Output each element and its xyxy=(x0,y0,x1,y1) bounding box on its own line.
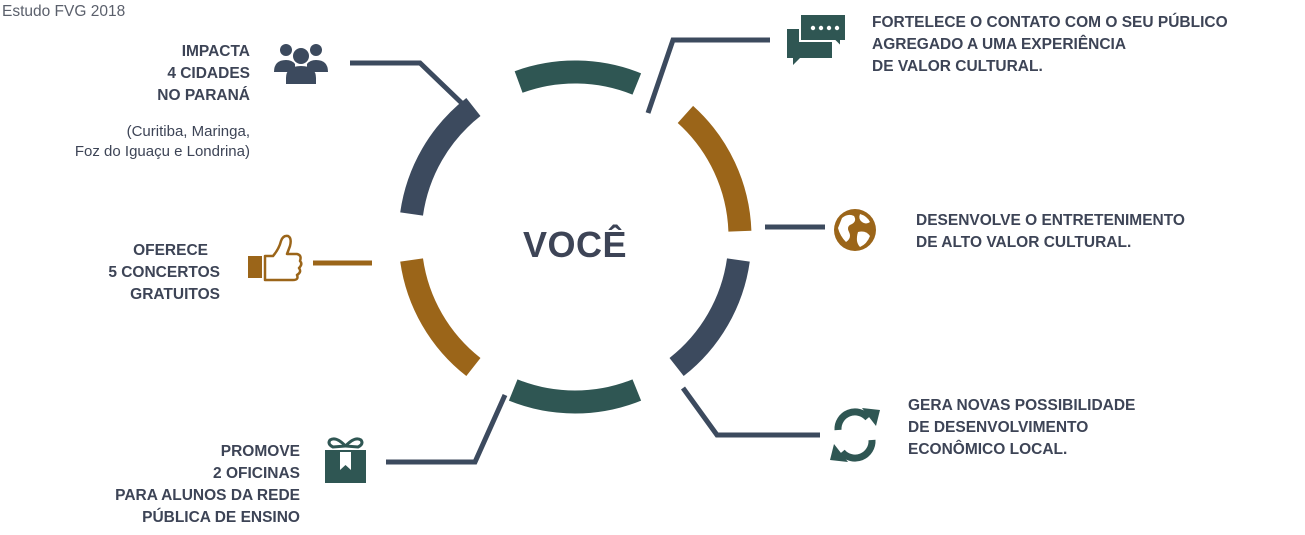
cities-detail: (Curitiba, Maringa, Foz do Iguaçu e Lond… xyxy=(0,122,250,162)
contact-text: FORTELECE O CONTATO COM O SEU PÚBLICO AG… xyxy=(872,12,1302,78)
arc-lower-left xyxy=(400,258,481,377)
contact-line-1: FORTELECE O CONTATO COM O SEU PÚBLICO xyxy=(872,14,1228,31)
cities-detail-line-2: Foz do Iguaçu e Londrina) xyxy=(74,143,250,160)
gift-icon xyxy=(325,437,366,483)
source-label: Estudo FVG 2018 xyxy=(2,3,126,20)
arc-lower-right xyxy=(669,258,750,377)
globe-icon xyxy=(834,209,876,251)
arc-upper-left xyxy=(400,97,481,216)
connector-workshops xyxy=(386,393,508,465)
cities-detail-line-1: (Curitiba, Maringa, xyxy=(126,123,250,140)
thumbs-up-icon xyxy=(248,234,303,282)
concerts-text: OFERECE 5 CONCERTOS GRATUITOS xyxy=(40,240,220,306)
center-label: VOCÊ xyxy=(522,224,628,265)
connector-contact xyxy=(645,37,770,114)
refresh-arrow-top xyxy=(862,408,880,426)
cities-line-2: 4 CIDADES xyxy=(167,65,250,82)
ring-arcs xyxy=(400,60,752,414)
contact-line-3: DE VALOR CULTURAL. xyxy=(872,58,1043,75)
workshops-line-4: PÚBLICA DE ENSINO xyxy=(142,509,300,526)
entertainment-line-2: DE ALTO VALOR CULTURAL. xyxy=(916,234,1132,251)
workshops-line-3: PARA ALUNOS DA REDE xyxy=(115,487,300,504)
entertainment-line-1: DESENVOLVE O ENTRETENIMENTO xyxy=(916,212,1185,229)
workshops-line-2: 2 OFICINAS xyxy=(213,465,300,482)
economy-line-1: GERA NOVAS POSSIBILIDADE xyxy=(908,397,1136,414)
concerts-line-2: 5 CONCERTOS xyxy=(108,264,220,281)
cities-line-3: NO PARANÁ xyxy=(157,87,250,104)
people-group-icon xyxy=(274,44,328,84)
workshops-line-1: PROMOVE xyxy=(220,443,300,460)
contact-line-2: AGREGADO A UMA EXPERIÊNCIA xyxy=(872,36,1127,53)
arc-top xyxy=(514,60,642,95)
workshops-text: PROMOVE 2 OFICINAS PARA ALUNOS DA REDE P… xyxy=(60,441,300,529)
concerts-line-3: GRATUITOS xyxy=(130,286,220,303)
refresh-arrow-bottom xyxy=(830,444,848,462)
chat-bubble-icon xyxy=(787,13,847,65)
arc-bottom xyxy=(508,379,642,414)
entertainment-text: DESENVOLVE O ENTRETENIMENTO DE ALTO VALO… xyxy=(916,210,1276,254)
economy-line-2: DE DESENVOLVIMENTO xyxy=(908,419,1089,436)
concerts-line-1: OFERECE xyxy=(133,242,208,259)
refresh-icon xyxy=(834,408,876,462)
cities-line-1: IMPACTA xyxy=(181,43,250,60)
economy-line-3: ECONÔMICO LOCAL. xyxy=(908,441,1068,458)
connector-cities xyxy=(350,60,473,114)
cities-text: IMPACTA 4 CIDADES NO PARANÁ xyxy=(80,41,250,107)
economy-text: GERA NOVAS POSSIBILIDADE DE DESENVOLVIME… xyxy=(908,395,1228,461)
arc-upper-right xyxy=(677,105,752,232)
connector-economy xyxy=(680,386,820,438)
